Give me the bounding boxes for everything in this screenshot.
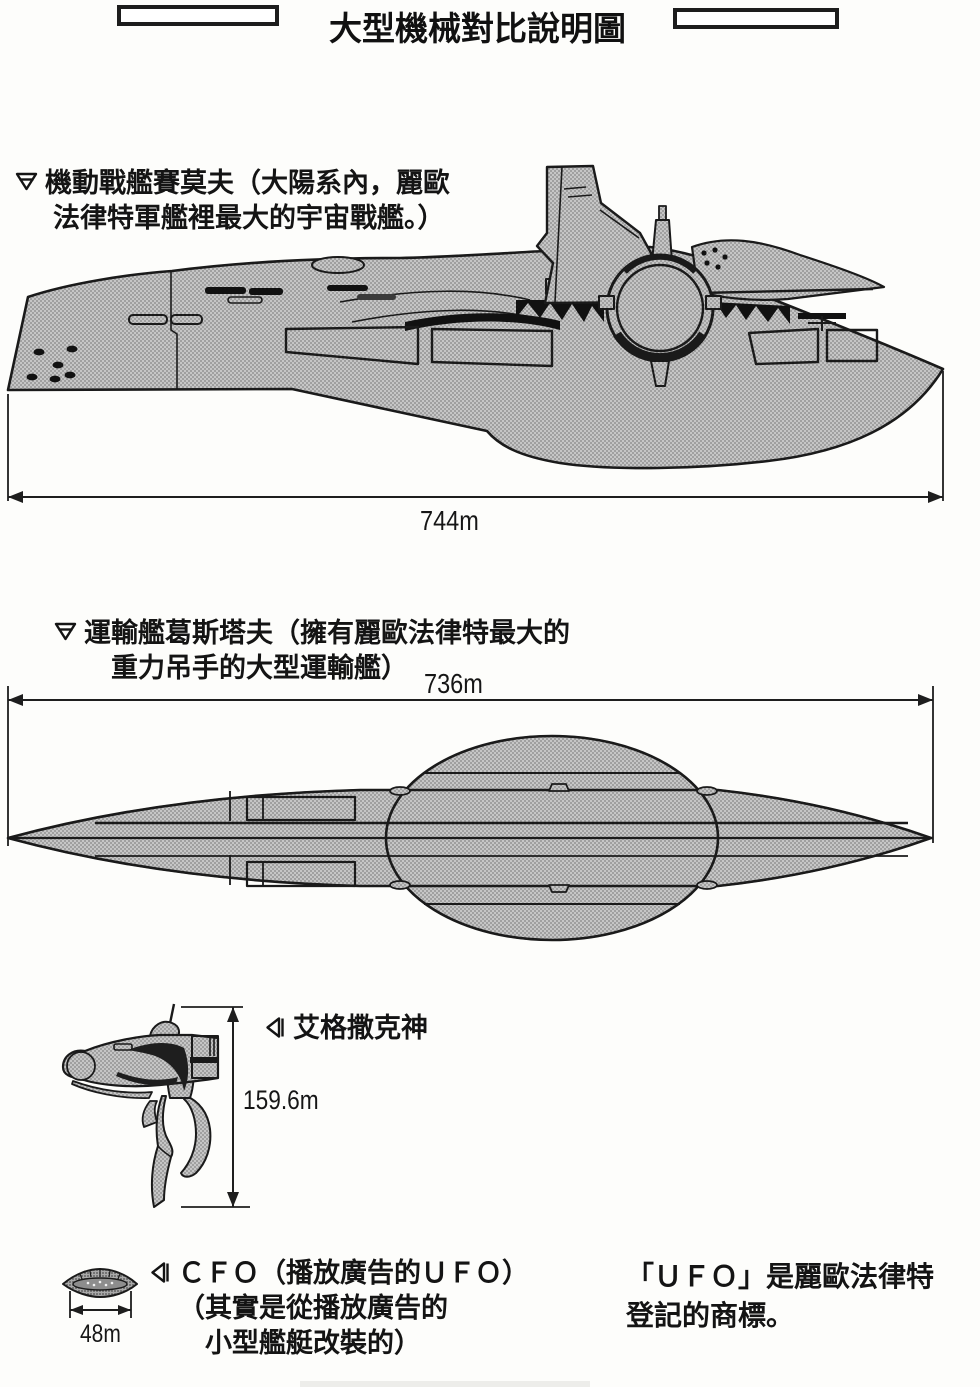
transport-caption-line2: 重力吊手的大型運輸艦）: [111, 653, 408, 683]
cfo-caption-line3: 小型艦艇改裝的）: [205, 1328, 421, 1358]
left-triangle-marker-icon: [150, 1261, 171, 1284]
battleship-length-label: 744m: [420, 505, 479, 536]
battleship-caption: 機動戰艦賽莫夫（大陽系內，麗歐 法律特軍艦裡最大的宇宙戰艦。）: [15, 166, 450, 236]
aegis-caption-line1: 艾格撒克神: [293, 1013, 428, 1043]
aegis-dimension-line: [181, 1006, 250, 1208]
cfo-dimension-line: [69, 1291, 132, 1318]
transport-caption-line1: 運輸艦葛斯塔夫（擁有麗歐法律特最大的: [84, 618, 570, 648]
cfo-caption: ＣＦＯ（播放廣告的ＵＦＯ） （其實是從播放廣告的 小型艦艇改裝的）: [150, 1256, 529, 1361]
aegis-caption: 艾格撒克神: [265, 1011, 428, 1046]
transport-gustav-drawing: [6, 734, 933, 942]
page-edge-shadow: [300, 1381, 590, 1387]
transport-dimension-line: [7, 686, 934, 846]
trademark-footnote-line1: 「ＵＦＯ」是麗歐法律特: [626, 1261, 935, 1292]
trademark-footnote: 「ＵＦＯ」是麗歐法律特 登記的商標。: [626, 1257, 934, 1335]
cfo-length-label: 48m: [80, 1320, 121, 1348]
aegis-length-label: 159.6m: [243, 1085, 319, 1115]
page-title: 大型機械對比說明圖: [329, 10, 626, 47]
aegis-ship-drawing: [61, 1003, 220, 1208]
cfo-caption-line2: （其實是從播放廣告的: [178, 1293, 448, 1323]
down-triangle-marker-icon: [54, 621, 77, 642]
transport-length-label: 736m: [424, 668, 483, 699]
transport-caption: 運輸艦葛斯塔夫（擁有麗歐法律特最大的 重力吊手的大型運輸艦）: [54, 616, 570, 686]
cfo-caption-line1: ＣＦＯ（播放廣告的ＵＦＯ）: [178, 1258, 529, 1288]
down-triangle-marker-icon: [15, 171, 38, 192]
battleship-dimension-line: [7, 371, 944, 503]
trademark-footnote-line2: 登記的商標。: [626, 1300, 795, 1331]
header-decoration-bar-left: [117, 5, 279, 26]
header-decoration-bar-right: [673, 8, 839, 29]
battleship-caption-line2: 法律特軍艦裡最大的宇宙戰艦。）: [53, 203, 445, 233]
battleship-caption-line1: 機動戰艦賽莫夫（大陽系內，麗歐: [45, 168, 450, 198]
cfo-ufo-drawing: [62, 1268, 138, 1298]
left-triangle-marker-icon: [265, 1016, 286, 1039]
battleship-seimof-drawing: [6, 164, 945, 470]
